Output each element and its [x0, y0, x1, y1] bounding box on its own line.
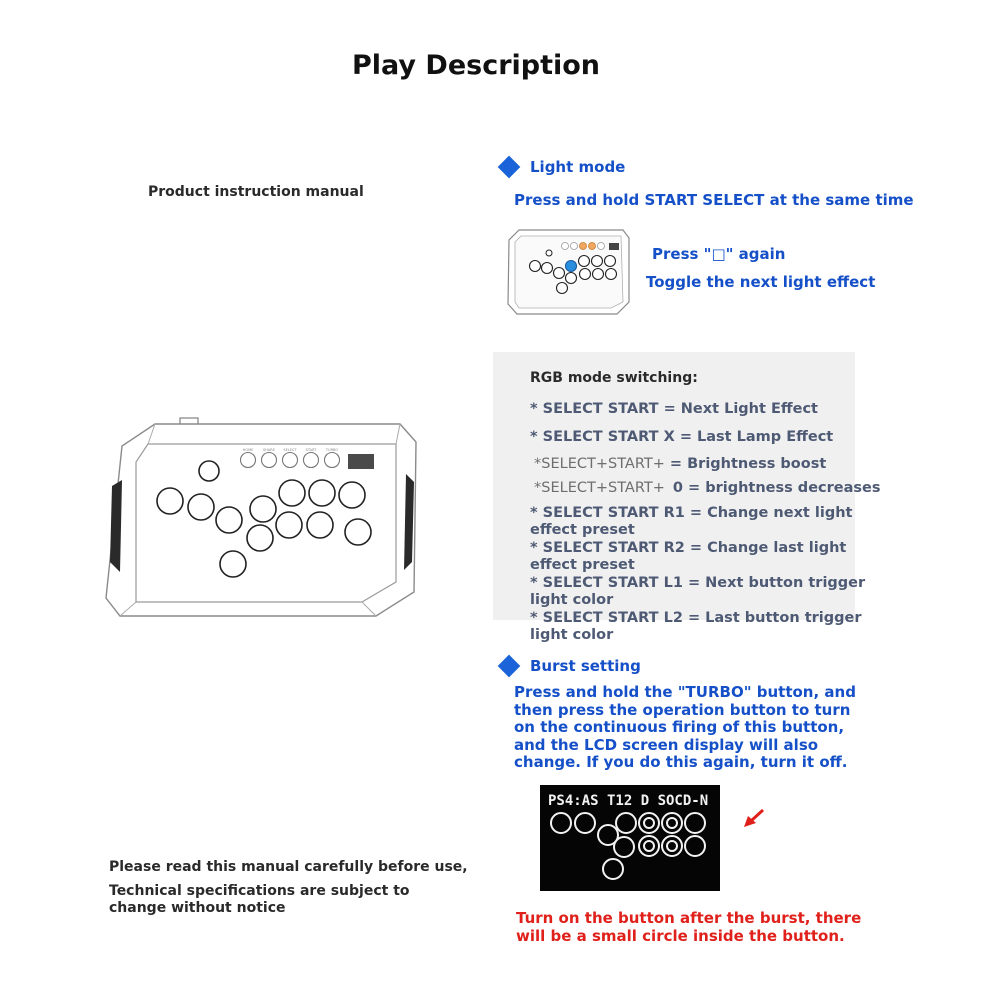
burst-line-3: on the continuous firing of this button, — [514, 718, 845, 736]
label-turbo: TURBO — [325, 448, 338, 452]
burst-line-4: and the LCD screen display will also — [514, 736, 819, 754]
rgb-line-3-suffix: = Brightness boost — [664, 456, 827, 472]
rgb-line-5a: * SELECT START R1 = Change next light — [530, 505, 853, 521]
rgb-line-5b: effect preset — [530, 522, 635, 538]
label-share: SHARE — [263, 448, 275, 452]
rgb-line-4-suffix: 0 = brightness decreases — [672, 480, 881, 496]
lcd-status-text: PS4:AS T12 D SOCD-N — [548, 793, 709, 809]
burst-line-5: change. If you do this again, turn it of… — [514, 753, 848, 771]
lit-button — [564, 259, 578, 273]
manual-caption: Product instruction manual — [148, 184, 364, 200]
rgb-line-3-prefix: *SELECT+START+ — [534, 456, 665, 472]
small-controller-image — [507, 229, 630, 315]
press-again-text: Press "□" again — [652, 245, 786, 263]
diamond-bullet-icon — [497, 654, 521, 678]
label-start: START — [306, 448, 318, 452]
burst-heading: Burst setting — [530, 657, 641, 675]
rgb-panel — [493, 352, 855, 620]
label-home: HOME — [243, 448, 254, 452]
burst-line-1: Press and hold the "TURBO" button, and — [514, 683, 856, 701]
rgb-line-2: * SELECT START X = Last Lamp Effect — [530, 429, 834, 445]
rgb-title: RGB mode switching: — [530, 370, 698, 386]
rgb-line-6a: * SELECT START R2 = Change last light — [530, 540, 847, 556]
rgb-line-8b: light color — [530, 627, 614, 643]
rgb-line-6b: effect preset — [530, 557, 635, 573]
toggle-text: Toggle the next light effect — [646, 273, 876, 291]
diamond-bullet-icon — [497, 155, 521, 179]
rgb-line-7a: * SELECT START L1 = Next button trigger — [530, 575, 866, 591]
burst-note-1: Turn on the button after the burst, ther… — [516, 909, 862, 927]
rgb-line-1: * SELECT START = Next Light Effect — [530, 401, 818, 417]
light-mode-instruction: Press and hold START SELECT at the same … — [514, 191, 914, 209]
lcd-screen — [348, 454, 374, 469]
burst-line-2: then press the operation button to turn — [514, 701, 851, 719]
rgb-line-7b: light color — [530, 592, 614, 608]
lcd-button-layout — [550, 812, 706, 880]
lcd-display: PS4:AS T12 D SOCD-N — [540, 785, 720, 891]
rgb-line-3: *SELECT+START+ = Brightness boost — [534, 456, 826, 474]
label-select: SELECT — [283, 448, 297, 452]
specs-line-1: Technical specifications are subject to — [109, 883, 410, 899]
rgb-line-4-prefix: *SELECT+START+ — [534, 480, 665, 496]
rgb-line-4: *SELECT+START+ 0 = brightness decreases — [534, 480, 880, 498]
read-warning: Please read this manual carefully before… — [109, 859, 468, 875]
arcade-controller-illustration: HOME SHARE SELECT START TURBO — [105, 417, 417, 617]
burst-note-2: will be a small circle inside the button… — [516, 927, 845, 945]
rgb-line-8a: * SELECT START L2 = Last button trigger — [530, 610, 862, 626]
page-title: Play Description — [351, 50, 601, 81]
light-mode-heading: Light mode — [530, 158, 626, 176]
red-arrow-icon — [744, 808, 765, 827]
specs-line-2: change without notice — [109, 900, 286, 916]
